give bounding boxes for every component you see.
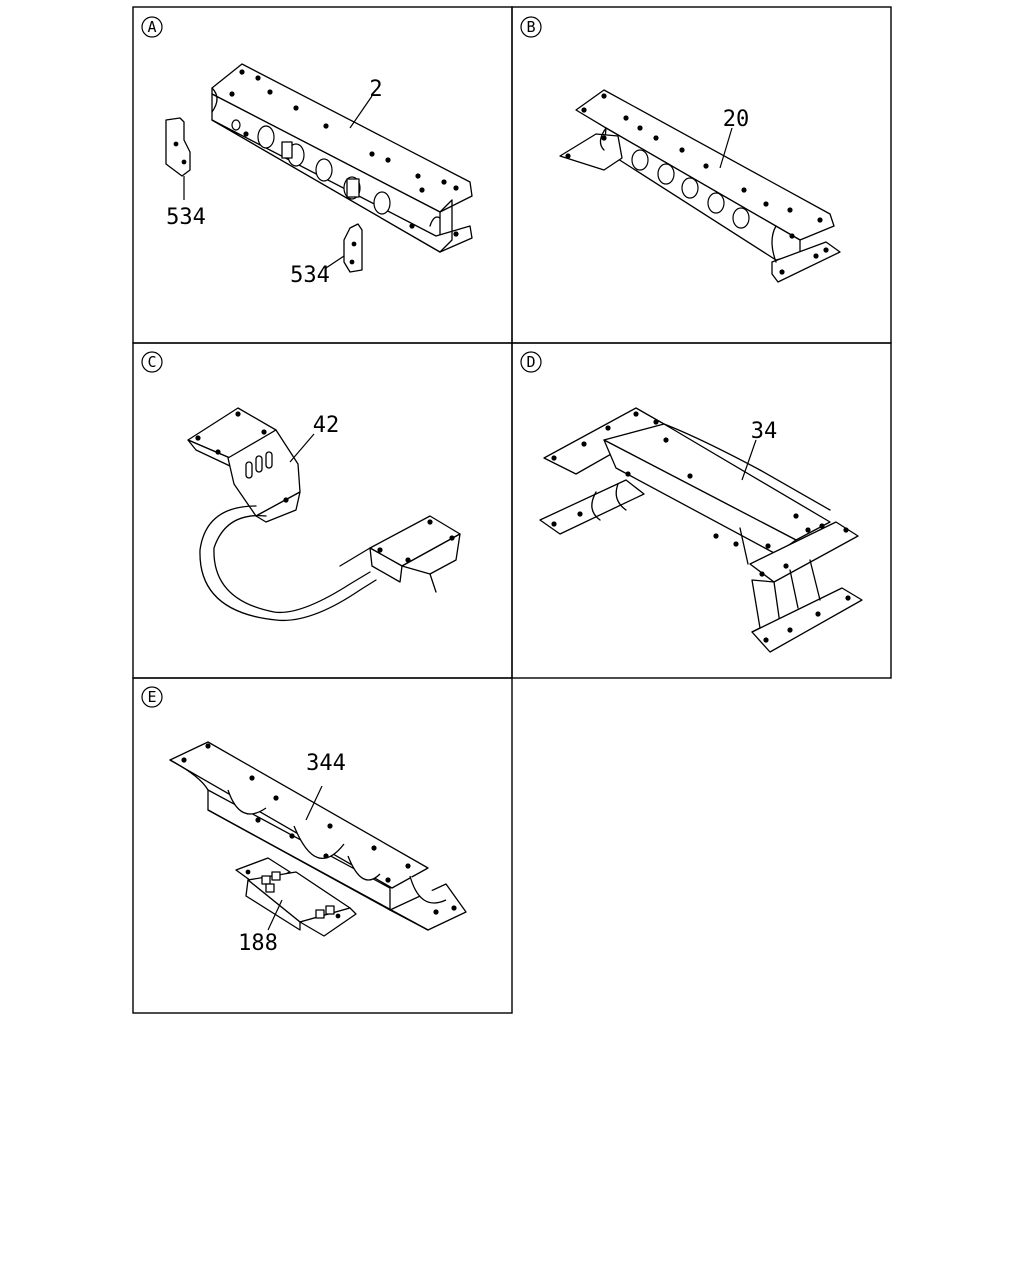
leader-344 (305, 785, 323, 821)
callout-34: 34 (751, 419, 778, 444)
crossmember-part-344 (169, 741, 467, 931)
panel-b-badge: B (520, 16, 542, 38)
panel-c-badge-circle (141, 351, 163, 373)
panel-b-badge-circle (520, 16, 542, 38)
callout-534-upper: 534 (166, 205, 206, 230)
panel-b: B (511, 6, 892, 344)
panel-a-letter: A (147, 18, 156, 36)
panel-d-letter: D (526, 353, 535, 371)
callout-42: 42 (313, 413, 340, 438)
panel-d-badge-circle (520, 351, 542, 373)
panel-e: E (132, 677, 513, 1014)
panel-b-letter: B (526, 18, 535, 36)
leader-188 (267, 899, 283, 931)
panel-a: A (132, 6, 513, 344)
panel-e-frame (132, 677, 513, 1014)
panel-c-letter: C (147, 353, 156, 371)
panel-a-badge-circle (141, 16, 163, 38)
callout-344: 344 (306, 751, 346, 776)
leader-2 (349, 95, 373, 129)
bracket-534-upper (165, 117, 191, 177)
leader-534-lower (325, 255, 345, 269)
crossmember-part-34 (539, 407, 863, 653)
panel-a-badge: A (141, 16, 163, 38)
panel-e-badge: E (141, 686, 163, 708)
bracket-534-lower (343, 223, 363, 273)
callout-20: 20 (723, 107, 750, 132)
leader-42 (289, 433, 315, 463)
crossmember-part-20 (559, 89, 841, 283)
panel-d: D (511, 342, 892, 679)
callout-534-lower: 534 (290, 263, 330, 288)
panel-d-badge: D (520, 351, 542, 373)
leader-20 (719, 127, 733, 169)
crossmember-part-2 (211, 63, 473, 253)
panel-d-frame (511, 342, 892, 679)
bracket-part-42 (187, 407, 461, 622)
panel-e-letter: E (147, 688, 156, 706)
callout-188: 188 (238, 931, 278, 956)
panel-e-badge-circle (141, 686, 163, 708)
callout-2: 2 (369, 77, 382, 102)
panel-c-badge: C (141, 351, 163, 373)
bracket-part-188 (235, 857, 357, 937)
leader-34 (741, 439, 757, 481)
panel-c-frame (132, 342, 513, 679)
panel-c: C (132, 342, 513, 679)
